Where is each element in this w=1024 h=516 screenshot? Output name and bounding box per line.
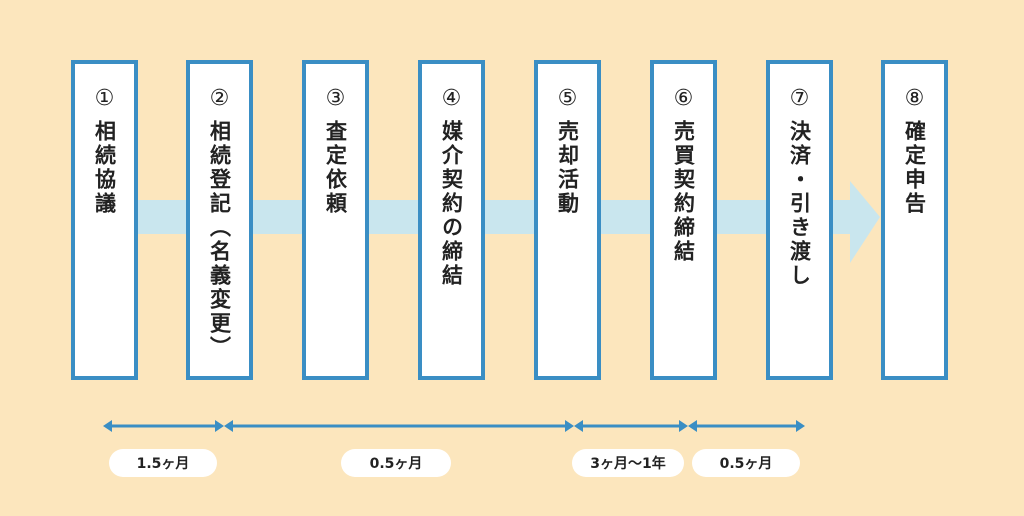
duration-arrowhead-left-4 bbox=[688, 420, 697, 432]
duration-label-4: 0.5ヶ月 bbox=[692, 449, 800, 477]
step-number: ④ bbox=[441, 86, 462, 111]
step-number: ③ bbox=[325, 86, 346, 111]
step-box-8: ⑧ 確定申告 bbox=[881, 60, 948, 380]
step-label: 相続協議 bbox=[92, 120, 117, 216]
step-number: ⑧ bbox=[904, 86, 925, 111]
duration-arrowhead-left-1 bbox=[103, 420, 112, 432]
step-box-2: ② 相続登記（名義変更） bbox=[186, 60, 253, 380]
step-label: 売却活動 bbox=[555, 120, 580, 216]
step-label: 相続登記（名義変更） bbox=[207, 120, 232, 360]
step-box-6: ⑥ 売買契約締結 bbox=[650, 60, 717, 380]
flow-arrow-head bbox=[850, 181, 880, 263]
step-label: 確定申告 bbox=[902, 120, 927, 216]
step-number: ⑥ bbox=[673, 86, 694, 111]
duration-label-3: 3ヶ月〜1年 bbox=[572, 449, 684, 477]
duration-arrowhead-right-4 bbox=[796, 420, 805, 432]
duration-arrowhead-left-3 bbox=[574, 420, 583, 432]
step-label: 売買契約締結 bbox=[671, 120, 696, 264]
step-number: ⑤ bbox=[557, 86, 578, 111]
step-label: 査定依頼 bbox=[323, 120, 348, 216]
step-box-7: ⑦ 決済・引き渡し bbox=[766, 60, 833, 380]
step-box-5: ⑤ 売却活動 bbox=[534, 60, 601, 380]
duration-arrowhead-left-2 bbox=[224, 420, 233, 432]
step-box-3: ③ 査定依頼 bbox=[302, 60, 369, 380]
step-number: ② bbox=[209, 86, 230, 111]
duration-label-1: 1.5ヶ月 bbox=[109, 449, 217, 477]
duration-label-2: 0.5ヶ月 bbox=[341, 449, 451, 477]
duration-arrowhead-right-3 bbox=[679, 420, 688, 432]
duration-arrowhead-right-1 bbox=[215, 420, 224, 432]
step-label: 媒介契約の締結 bbox=[439, 120, 464, 288]
step-number: ① bbox=[94, 86, 115, 111]
step-label: 決済・引き渡し bbox=[787, 120, 812, 288]
step-number: ⑦ bbox=[789, 86, 810, 111]
step-box-4: ④ 媒介契約の締結 bbox=[418, 60, 485, 380]
step-box-1: ① 相続協議 bbox=[71, 60, 138, 380]
duration-arrowhead-right-2 bbox=[565, 420, 574, 432]
